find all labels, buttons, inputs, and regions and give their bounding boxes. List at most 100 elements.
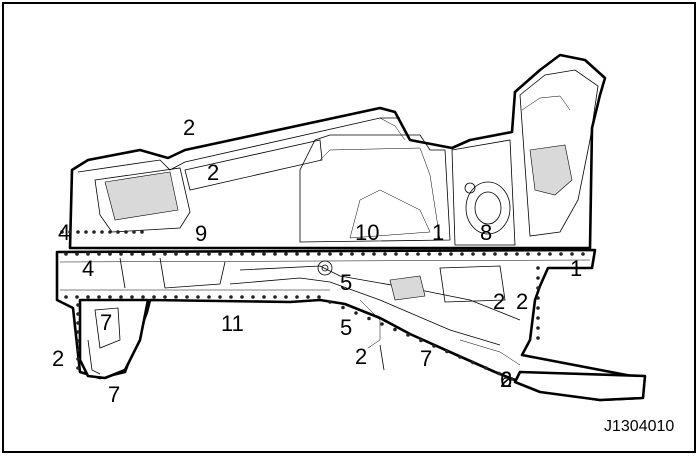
- weld-spot: [354, 311, 358, 315]
- weld-spot: [295, 252, 299, 256]
- weld-spot: [328, 252, 332, 256]
- weld-spot: [306, 295, 310, 299]
- weld-spot: [130, 252, 134, 256]
- weld-spot: [229, 252, 233, 256]
- weld-spot: [229, 295, 233, 299]
- weld-spot: [393, 327, 397, 332]
- callout-label: 9: [195, 221, 207, 246]
- callout-label: 2: [355, 344, 367, 369]
- weld-spot: [130, 295, 134, 299]
- weld-spot: [581, 252, 585, 256]
- weld-spot: [262, 252, 266, 256]
- weld-spot: [108, 295, 112, 299]
- weld-spot: [163, 295, 167, 299]
- weld-spot: [380, 322, 384, 326]
- weld-spot: [367, 316, 371, 321]
- callout-label: 6: [500, 367, 512, 392]
- weld-spot: [152, 295, 156, 299]
- weld-spot: [536, 276, 540, 280]
- rear-extension: [513, 370, 647, 402]
- front-lower-bracket: [78, 298, 150, 380]
- callout-label: 2: [516, 289, 528, 314]
- callout-label: 1: [432, 220, 444, 245]
- weld-spot: [570, 252, 574, 256]
- rail-details: [59, 257, 591, 375]
- weld-spot: [484, 366, 488, 370]
- weld-spot: [536, 326, 540, 330]
- weld-spot: [132, 230, 136, 234]
- weld-spot: [449, 252, 453, 256]
- weld-spot: [405, 252, 409, 256]
- weld-spot: [284, 295, 288, 299]
- weld-spot: [124, 230, 128, 234]
- weld-spot: [76, 321, 80, 325]
- weld-spot: [262, 295, 266, 299]
- weld-spot: [240, 252, 244, 256]
- callout-label: 7: [100, 310, 112, 335]
- weld-spot: [497, 371, 501, 376]
- weld-spot: [406, 333, 410, 337]
- weld-spot: [141, 252, 145, 256]
- weld-spot: [140, 230, 144, 234]
- weld-spot: [438, 252, 442, 256]
- weld-spot: [76, 339, 80, 343]
- weld-spot: [218, 295, 222, 299]
- weld-spot: [536, 266, 540, 270]
- weld-spot: [504, 252, 508, 256]
- callout-label: 2: [52, 346, 64, 371]
- weld-spot: [60, 230, 64, 234]
- callout-label: 5: [340, 315, 352, 340]
- weld-spot: [536, 336, 540, 340]
- weld-spot: [536, 306, 540, 310]
- weld-spot: [458, 355, 462, 359]
- weld-spot: [64, 295, 68, 299]
- weld-spot: [383, 252, 387, 256]
- callout-label: 7: [420, 346, 432, 371]
- callout-label: 1: [570, 256, 582, 281]
- weld-spot: [317, 295, 321, 299]
- weld-spot: [100, 230, 104, 234]
- weld-spot: [251, 295, 255, 299]
- weld-spot: [493, 252, 497, 256]
- weld-spot: [339, 252, 343, 256]
- callout-label: 10: [355, 220, 379, 245]
- weld-spot: [97, 252, 101, 256]
- weld-spots: [60, 230, 585, 381]
- weld-spot: [471, 252, 475, 256]
- weld-spot: [84, 230, 88, 234]
- weld-spot: [76, 312, 80, 316]
- weld-spot: [196, 252, 200, 256]
- callout-label: 2: [493, 289, 505, 314]
- weld-spot: [515, 252, 519, 256]
- callout-label: 7: [108, 382, 120, 407]
- weld-spot: [108, 252, 112, 256]
- weld-spot: [185, 295, 189, 299]
- weld-spot: [240, 295, 244, 299]
- weld-spot: [273, 252, 277, 256]
- diagram-frame: [2, 2, 696, 453]
- weld-spot: [76, 230, 80, 234]
- weld-spot: [97, 295, 101, 299]
- weld-spot: [328, 300, 332, 304]
- weld-spot: [427, 252, 431, 256]
- weld-spot: [163, 252, 167, 256]
- weld-spot: [460, 252, 464, 256]
- weld-spot: [108, 230, 112, 234]
- weld-spot: [548, 252, 552, 256]
- callout-label: 2: [183, 115, 195, 140]
- weld-spot: [361, 252, 365, 256]
- upper-body-details: [77, 69, 599, 246]
- weld-spot: [64, 252, 68, 256]
- weld-spot: [196, 295, 200, 299]
- weld-spot: [119, 252, 123, 256]
- weld-spot: [86, 295, 90, 299]
- weld-spot: [471, 360, 475, 365]
- weld-spot: [536, 296, 540, 300]
- weld-spot: [185, 252, 189, 256]
- weld-spot: [207, 295, 211, 299]
- weld-spot: [76, 357, 80, 361]
- weld-spot: [174, 252, 178, 256]
- weld-spot: [86, 252, 90, 256]
